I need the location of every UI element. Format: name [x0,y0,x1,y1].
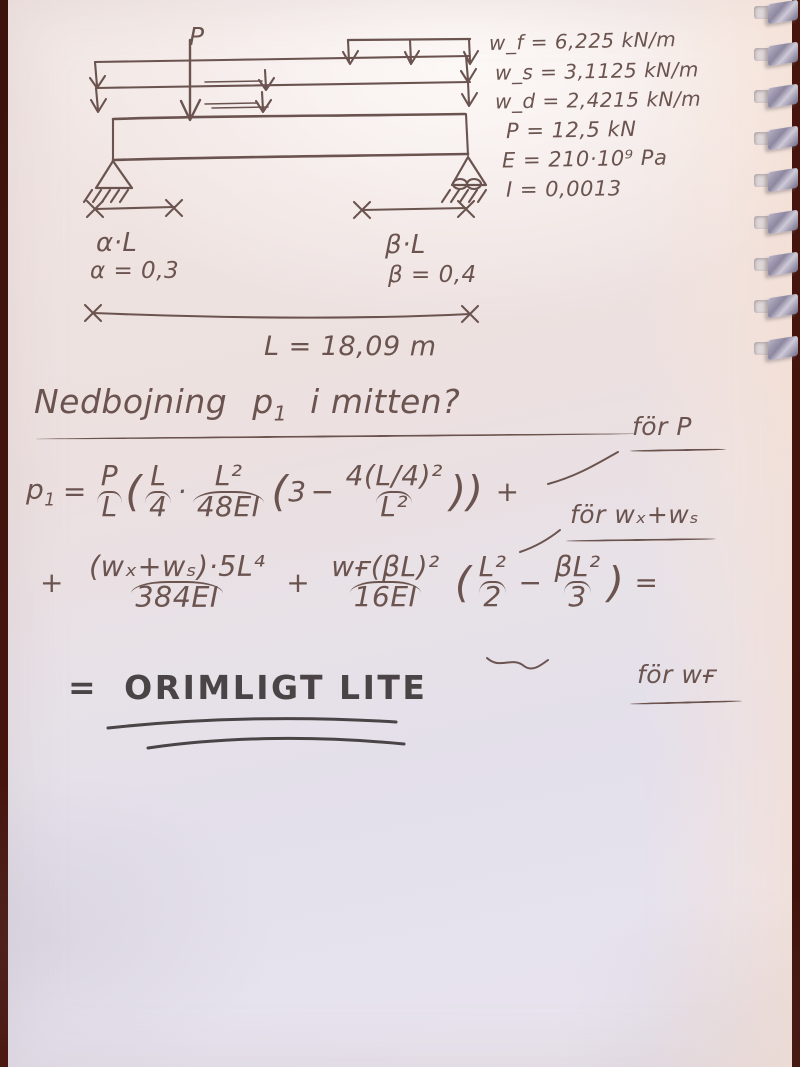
fraction-wf-betal-over-16ei: wғ(βL)² 16EI [331,549,440,614]
fraction-betal2-over-3: βL² 3 [554,549,601,614]
annotation-for-wd-ws: för wₓ+wₛ [570,500,700,529]
fraction-l2-over-48ei: L² 48EI [192,461,265,521]
fraction-wdws-over-384ei: (wₓ+wₛ)·5L⁴ 384EI [88,549,266,615]
annotation-for-wd-ws-leader [519,529,561,553]
heading-word: Nedbojning [34,382,228,421]
dimension-total-length: L = 18,09 m [264,331,437,362]
annotation-for-p-leader [547,451,619,485]
trailing-equals: = [634,565,659,599]
parameter-e: E = 210·10⁹ Pa [501,145,668,173]
formula-line-1: p1 = P L ( L 4 · L² 48EI ( 3 − 4(L/4)² L… [26,459,520,523]
inner-lead-3: 3 [288,475,307,509]
formula-lhs: p1 [26,472,56,511]
page-heading: Nedbojning p1 i mitten? [34,382,460,426]
formula-equals: = [62,475,87,509]
dimension-beta-l: β·L [385,230,426,260]
plus-leading-2: + [40,565,64,599]
parameter-p: P = 12,5 kN [505,116,637,144]
conclusion-text: ORIMLIGT LITE [124,668,428,707]
annotation-for-wf-leader [486,657,549,670]
fraction-l2-over-2: L² 2 [478,549,507,614]
close-paren-1: ) [466,467,484,517]
parameter-wd: w_d = 2,4215 kN/m [494,86,702,114]
parameter-wf: w_f = 6,225 kN/m [488,27,677,55]
spiral-binding [754,0,800,400]
fraction-l-over-4: L 4 [145,461,172,521]
conclusion-equals: = [68,668,99,707]
fraction-p-over-l: P L [97,461,122,521]
beam-diagram [82,37,488,324]
dimension-beta-value: β = 0,4 [388,262,477,288]
parameter-ws: w_s = 3,1125 kN/m [494,57,700,85]
fraction-4l4sq-over-l2: 4(L/4)² L² [345,459,443,523]
conclusion-underlines [106,717,406,750]
heading-tail: i mitten? [310,382,461,421]
open-paren-2: ( [271,467,289,517]
open-paren-1: ( [125,467,143,517]
dimension-alpha-value: α = 0,3 [90,258,180,284]
dimension-alpha-l: α·L [96,228,138,258]
close-paren-3: ) [607,557,625,607]
heading-symbol: p1 [252,382,288,426]
formula-line-2: + (wₓ+wₛ)·5L⁴ 384EI + wғ(βL)² 16EI ( L² … [40,549,659,615]
plus-1: + [495,475,520,509]
open-paren-3: ( [454,557,472,607]
inner-minus-2: − [518,565,543,599]
annotation-for-wf: för wғ [637,660,717,689]
close-paren-2: ) [449,467,467,517]
plus-2: + [286,565,311,599]
parameter-i: I = 0,0013 [505,176,622,202]
annotation-for-p: för P [632,412,692,441]
point-load-label: P [189,22,205,51]
notebook-page [8,0,792,1067]
inner-minus: − [310,475,335,509]
conclusion-line: = ORIMLIGT LITE [68,668,427,707]
multiplication-dot-1: · [177,475,187,509]
